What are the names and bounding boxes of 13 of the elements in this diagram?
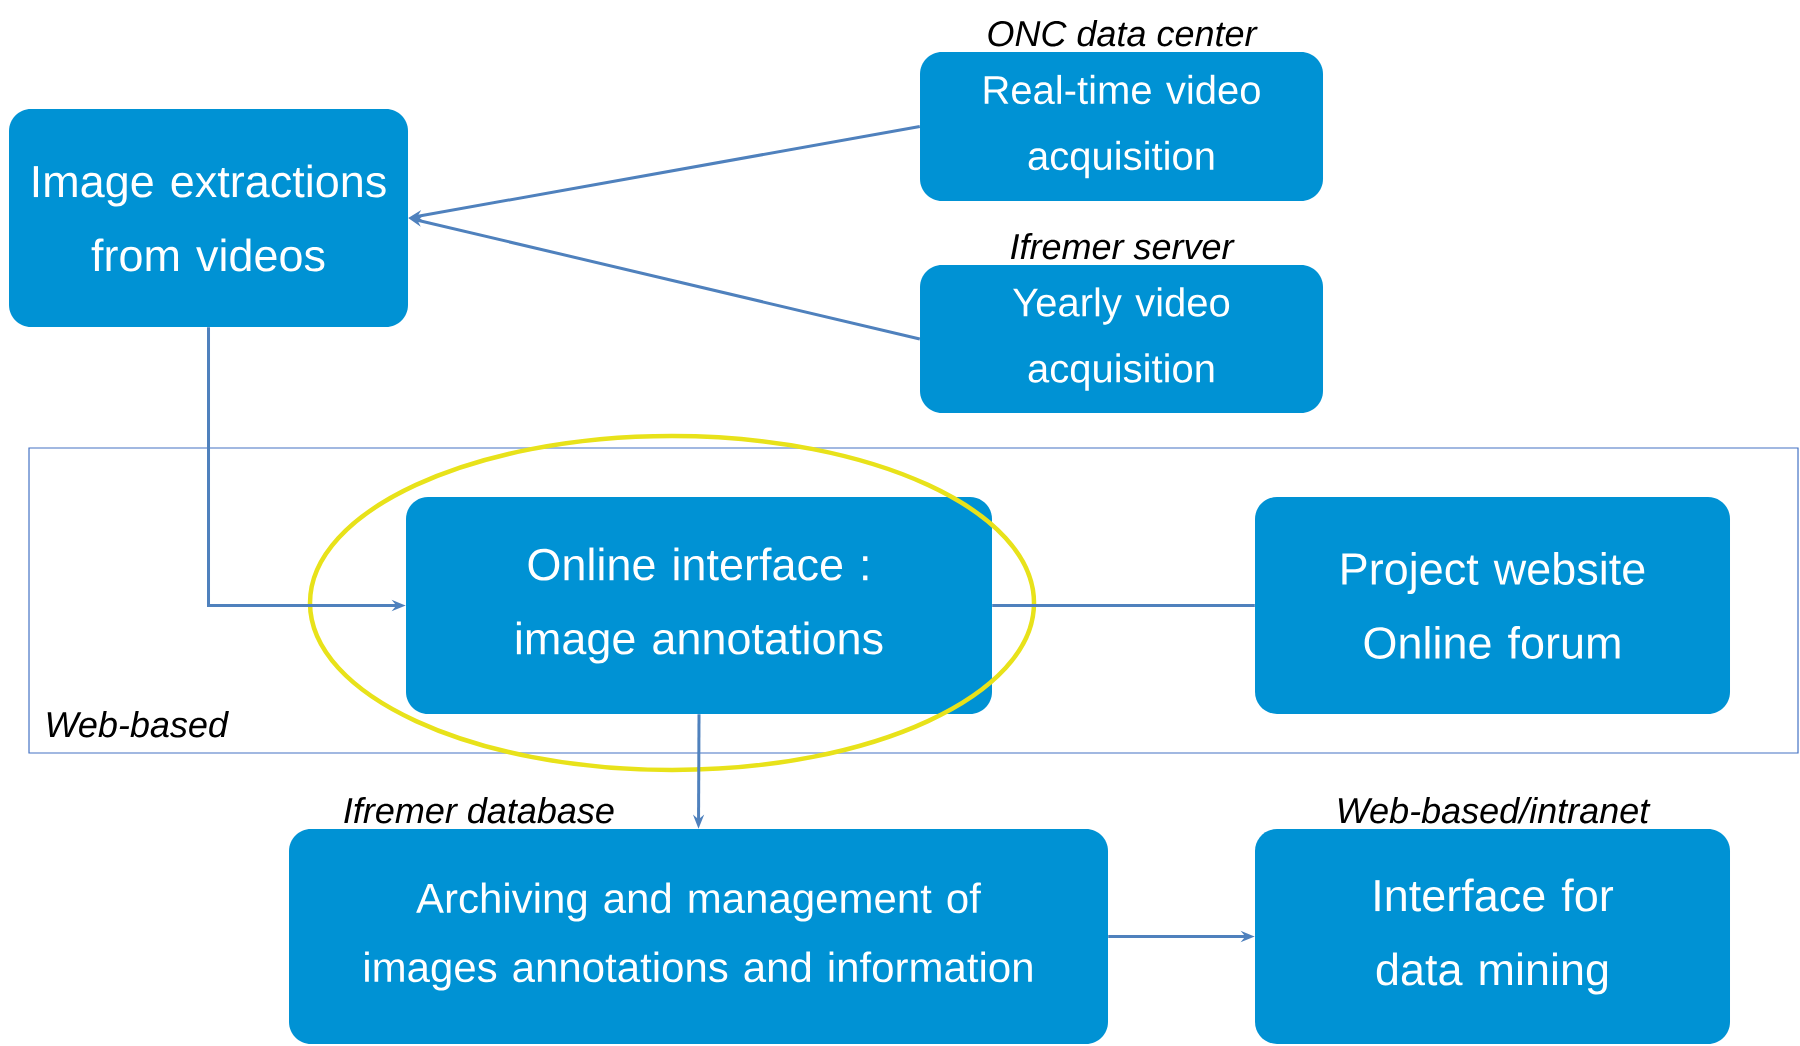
process-box: Online interface : image annotations bbox=[406, 497, 992, 714]
process-box: Archiving and management of images annotations and information bbox=[289, 829, 1108, 1044]
box-heading: Web-based/intranet bbox=[1338, 797, 1651, 824]
process-box: Yearly video acquisition bbox=[920, 265, 1323, 413]
box-heading: Ifremer database bbox=[344, 797, 614, 824]
process-box: Project website Online forum bbox=[1255, 497, 1730, 714]
group-label: Web-based bbox=[47, 711, 229, 738]
box-heading: Ifremer server bbox=[1010, 233, 1235, 260]
process-box: Image extractions from videos bbox=[9, 109, 408, 327]
process-box: Real-time video acquisition bbox=[920, 52, 1323, 201]
box-heading: ONC data center bbox=[988, 20, 1258, 47]
process-box: Interface for data mining bbox=[1255, 829, 1730, 1044]
group-frame bbox=[28, 447, 1799, 754]
